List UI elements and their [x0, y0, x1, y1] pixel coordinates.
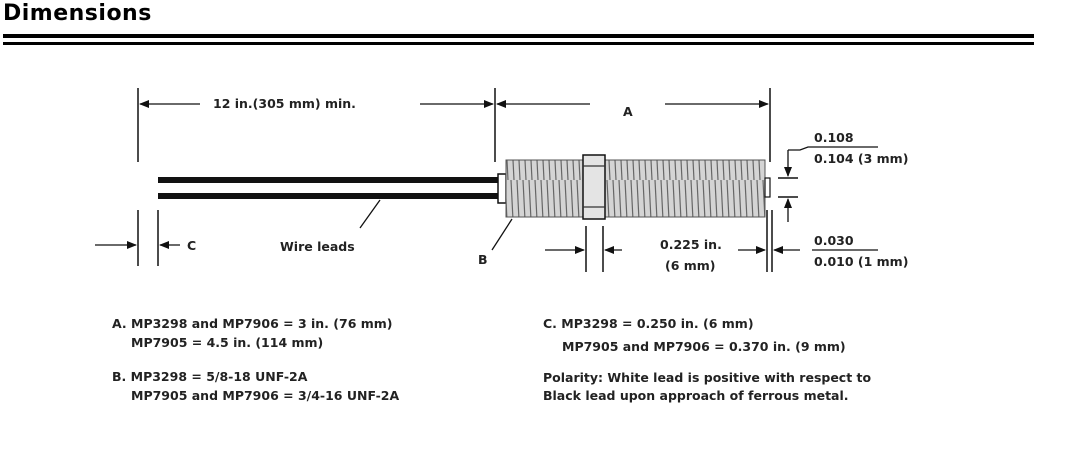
- note-c-line1: C. MP3298 = 0.250 in. (6 mm): [543, 316, 754, 331]
- wire-leads-drawing: [158, 177, 498, 199]
- dim-tip-top-label: 0.030: [814, 233, 854, 248]
- note-a-line2: MP7905 = 4.5 in. (114 mm): [131, 335, 324, 350]
- sensor-body-drawing: [497, 154, 771, 220]
- extension-lines: [137, 88, 798, 272]
- note-c-line2: MP7905 and MP7906 = 0.370 in. (9 mm): [562, 339, 846, 354]
- note-b-line2: MP7905 and MP7906 = 3/4-16 UNF-2A: [131, 388, 400, 403]
- polarity-line2: Black lead upon approach of ferrous meta…: [543, 388, 849, 403]
- dim-c-label: C: [187, 238, 196, 253]
- dim-nut-line2-label: (6 mm): [665, 258, 716, 273]
- dim-wire-length-label: 12 in.(305 mm) min.: [213, 96, 356, 111]
- title-rule-top: [3, 34, 1034, 38]
- note-b-line1: B. MP3298 = 5/8-18 UNF-2A: [112, 369, 308, 384]
- dim-thread-bottom-label: 0.104 (3 mm): [814, 151, 908, 166]
- dimension-lines: [95, 100, 812, 254]
- title-rule-bottom: [3, 42, 1034, 45]
- wire-leads-label: Wire leads: [280, 239, 355, 254]
- page-title: Dimensions: [3, 1, 152, 26]
- dim-nut-line1-label: 0.225 in.: [660, 237, 722, 252]
- dim-tip-bottom-label: 0.010 (1 mm): [814, 254, 908, 269]
- polarity-line1: Polarity: White lead is positive with re…: [543, 370, 872, 385]
- note-a-line1: A. MP3298 and MP7906 = 3 in. (76 mm): [112, 316, 393, 331]
- dim-thread-top-label: 0.108: [814, 130, 854, 145]
- dim-a-label: A: [623, 104, 633, 119]
- dim-b-label: B: [478, 252, 488, 267]
